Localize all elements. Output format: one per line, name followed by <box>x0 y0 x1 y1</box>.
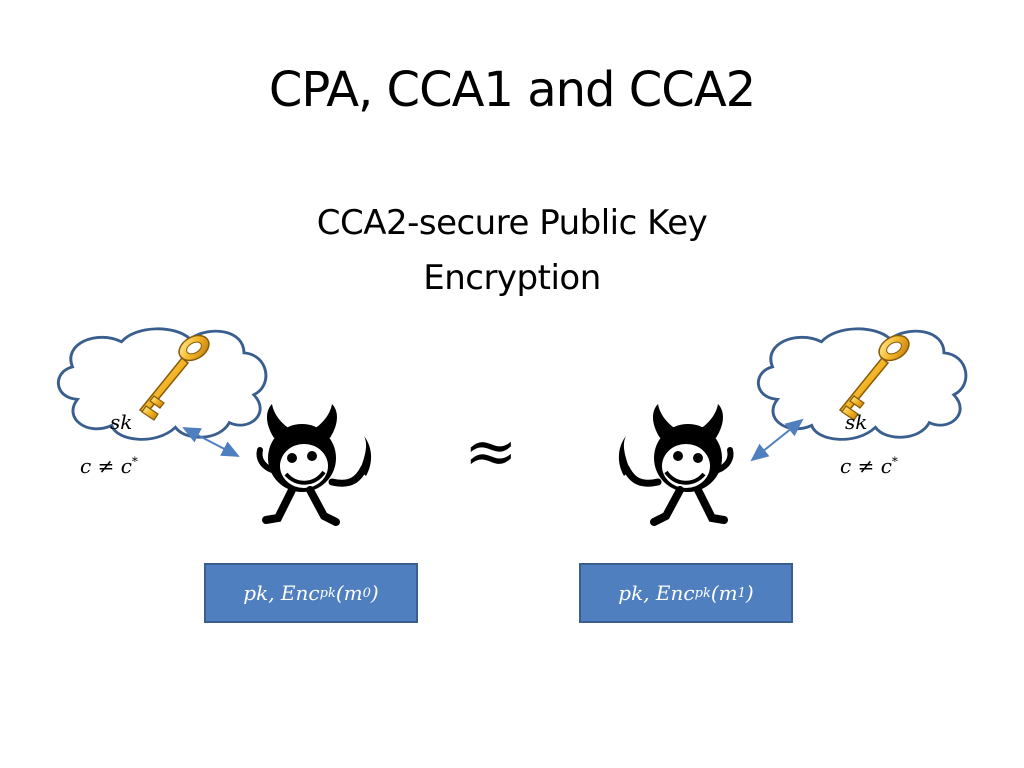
right-condition: c ≠ c* <box>840 454 898 478</box>
right-condition-c: c <box>840 454 852 478</box>
slide-title: CPA, CCA1 and CCA2 <box>268 62 756 118</box>
left-condition-cstar: c <box>120 454 132 478</box>
right-box-index: 1 <box>737 585 746 601</box>
left-box-open: (m <box>335 581 363 605</box>
slide-subtitle: CCA2-secure Public Key Encryption <box>262 196 762 306</box>
left-sk-label: sk <box>110 410 133 434</box>
left-box-prefix: pk, Enc <box>243 581 320 605</box>
right-box-close: ) <box>745 581 754 605</box>
left-condition: c ≠ c* <box>80 454 138 478</box>
left-box-subscript: pk <box>319 585 336 601</box>
right-box-prefix: pk, Enc <box>618 581 695 605</box>
right-box-subscript: pk <box>694 585 711 601</box>
subtitle-line-2: Encryption <box>423 258 601 298</box>
right-box-open: (m <box>710 581 738 605</box>
right-condition-cstar: c <box>880 454 892 478</box>
left-condition-neq: ≠ <box>97 454 115 478</box>
right-condition-neq: ≠ <box>857 454 875 478</box>
subtitle-line-1: CCA2-secure Public Key <box>316 203 708 243</box>
left-box-close: ) <box>370 581 379 605</box>
right-adversary-devil <box>619 404 731 522</box>
indistinguishable-symbol: ≈ <box>464 415 518 489</box>
right-sk-label: sk <box>845 410 868 434</box>
left-adversary-devil <box>260 404 372 522</box>
left-box-index: 0 <box>362 585 371 601</box>
right-query-arrow <box>750 418 804 462</box>
left-condition-c: c <box>80 454 92 478</box>
right-condition-star: * <box>891 454 898 469</box>
left-condition-star: * <box>131 454 138 469</box>
left-query-arrow <box>182 427 240 457</box>
